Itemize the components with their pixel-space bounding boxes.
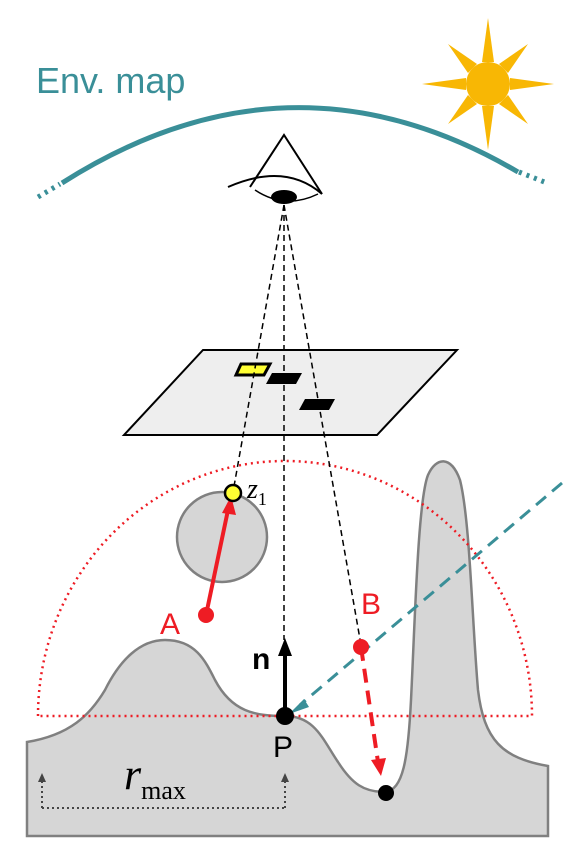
environment-ray-arrowhead xyxy=(289,699,309,714)
valley-point xyxy=(378,785,394,801)
image-plane xyxy=(121,349,460,436)
highlighted-pixel xyxy=(233,362,273,377)
pixel xyxy=(299,399,335,410)
point-z1 xyxy=(223,483,243,503)
normal-arrowhead xyxy=(278,638,292,656)
label-b: B xyxy=(361,588,381,621)
arrow-a-arrowhead xyxy=(222,496,236,515)
label-n: n xyxy=(252,643,270,676)
point-p xyxy=(276,707,294,725)
point-a xyxy=(198,607,214,623)
camera-rays xyxy=(232,204,362,646)
label-a: A xyxy=(160,608,180,641)
label-p: P xyxy=(273,731,293,764)
rmax-bracket xyxy=(41,780,286,809)
rmax-arrowhead-right xyxy=(281,773,289,782)
rmax-label: rmax xyxy=(124,750,186,805)
arrow-b-to-valley xyxy=(359,646,380,763)
arrow-b-arrowhead xyxy=(371,758,386,776)
arrow-a-to-z1 xyxy=(204,509,230,616)
point-b xyxy=(353,639,369,655)
sun-icon xyxy=(422,18,554,150)
z1-label: z1 xyxy=(246,474,267,509)
env-map-label: Env. map xyxy=(36,60,185,101)
sampling-hemisphere xyxy=(36,459,534,718)
rmax-arrowhead-left xyxy=(38,773,46,782)
eye-icon xyxy=(227,133,323,204)
env-map-arc xyxy=(36,105,548,200)
environment-ray xyxy=(299,481,563,707)
